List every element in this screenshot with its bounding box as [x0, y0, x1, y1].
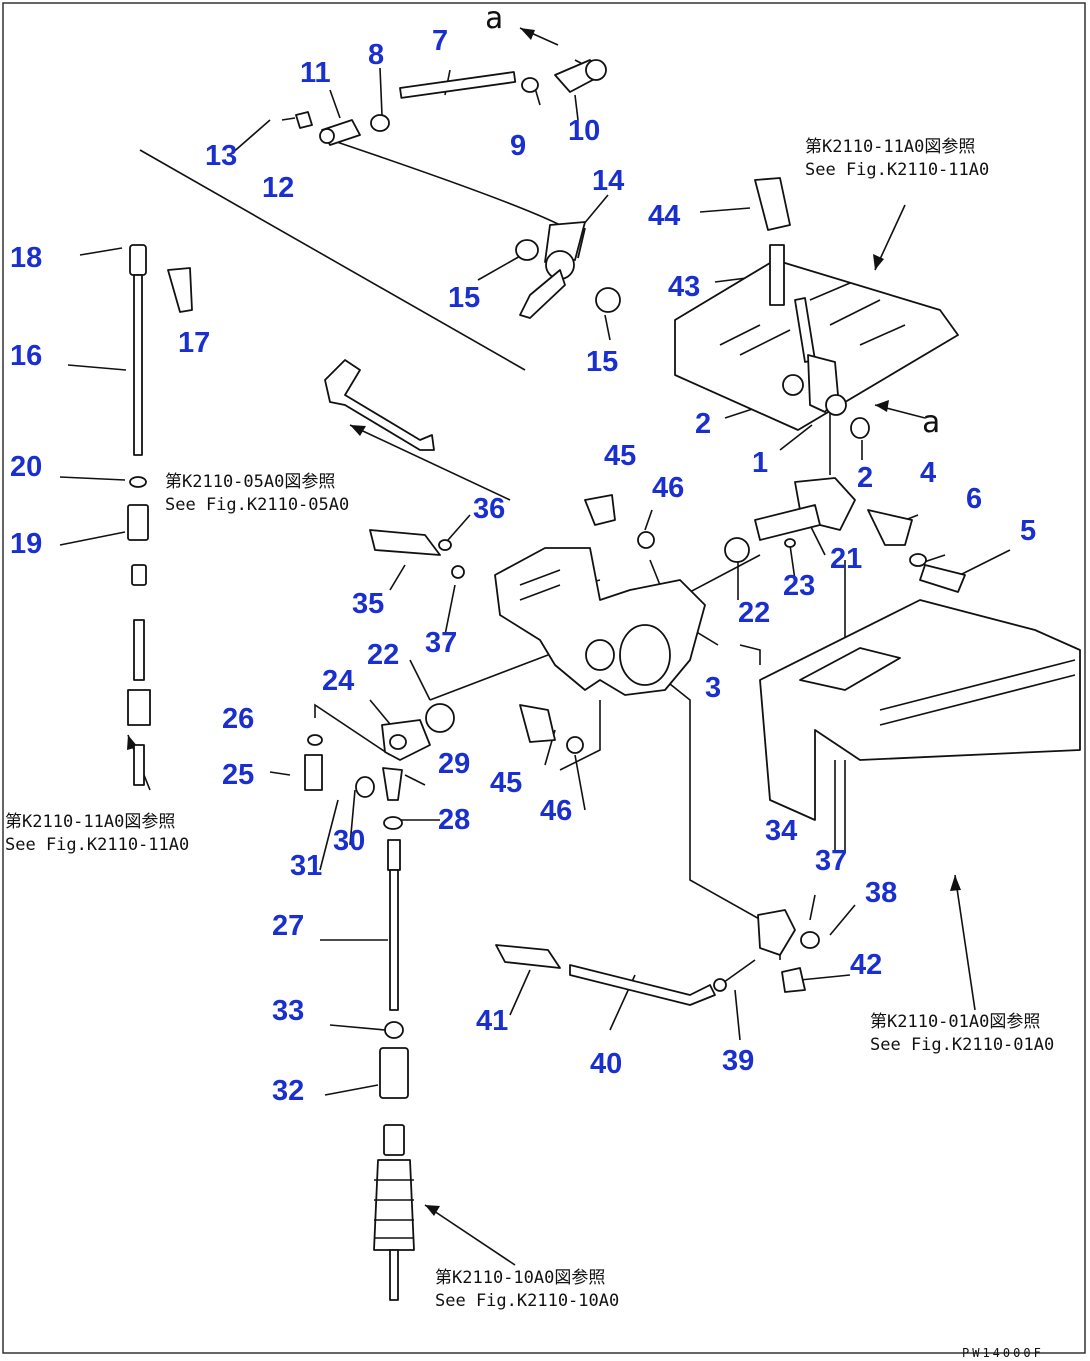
part-number-labels: 1 2 2 3 4 5 6 7 8 9 10 11 12 13 14 15 15…	[10, 25, 1036, 1107]
part-label-20: 20	[10, 451, 42, 483]
part-label-2: 2	[695, 408, 711, 440]
ref-11a0-left-en: See Fig.K2110-11A0	[5, 835, 189, 855]
part-label-33: 33	[272, 995, 304, 1027]
part-label-17: 17	[178, 327, 210, 359]
part-label-30: 30	[333, 825, 365, 857]
part-label-42: 42	[850, 949, 882, 981]
part-label-13: 13	[205, 140, 237, 172]
part-label-18: 18	[10, 242, 42, 274]
part-label-5: 5	[1020, 515, 1036, 547]
part-label-25: 25	[222, 759, 254, 791]
ref-05a0-jp: 第K2110-05A0図参照	[165, 472, 335, 492]
ref-11a0-left-jp: 第K2110-11A0図参照	[5, 812, 175, 832]
part-label-11: 11	[300, 57, 331, 89]
part-label-10: 10	[568, 115, 600, 147]
part-label-14: 14	[592, 165, 624, 197]
part-label-26: 26	[222, 703, 254, 735]
part-label-36: 36	[473, 493, 505, 525]
part-label-39: 39	[722, 1045, 754, 1077]
part-label-37: 37	[425, 627, 457, 659]
marker-a-right: a	[922, 405, 940, 440]
part-label-15: 15	[586, 346, 618, 378]
part-label-28: 28	[438, 804, 470, 836]
part-label-21: 21	[830, 543, 862, 575]
part-label-22: 22	[367, 639, 399, 671]
ref-01a0-en: See Fig.K2110-01A0	[870, 1035, 1054, 1055]
ref-11a0-top-en: See Fig.K2110-11A0	[805, 160, 989, 180]
ref-05a0-en: See Fig.K2110-05A0	[165, 495, 349, 515]
marker-a-top: a	[485, 1, 503, 36]
drawing-code: PW14000F	[962, 1346, 1044, 1360]
leader-lines	[59, 27, 1011, 1266]
parts-sketches	[127, 59, 1081, 1301]
part-label-19: 19	[10, 528, 42, 560]
ref-11a0-top-jp: 第K2110-11A0図参照	[805, 137, 975, 157]
ref-01a0-jp: 第K2110-01A0図参照	[870, 1012, 1040, 1032]
part-label-8: 8	[368, 39, 384, 71]
part-label-15: 15	[448, 282, 480, 314]
ref-10a0-jp: 第K2110-10A0図参照	[435, 1268, 605, 1288]
part-label-1: 1	[752, 447, 768, 479]
part-label-29: 29	[438, 748, 470, 780]
part-label-4: 4	[920, 457, 936, 489]
part-label-22: 22	[738, 597, 770, 629]
part-label-45: 45	[604, 440, 636, 472]
part-label-9: 9	[510, 130, 526, 162]
part-label-45: 45	[490, 767, 522, 799]
reference-notes: 第K2110-11A0図参照 See Fig.K2110-11A0 第K2110…	[5, 137, 1054, 1311]
part-label-46: 46	[652, 472, 684, 504]
part-label-43: 43	[668, 271, 700, 303]
part-label-37: 37	[815, 845, 847, 877]
part-label-3: 3	[705, 672, 721, 704]
part-label-12: 12	[262, 172, 294, 204]
part-label-23: 23	[783, 570, 815, 602]
part-label-38: 38	[865, 877, 897, 909]
part-label-41: 41	[476, 1005, 508, 1037]
part-label-7: 7	[432, 25, 448, 57]
part-label-27: 27	[272, 910, 304, 942]
part-label-2: 2	[857, 462, 873, 494]
part-label-24: 24	[322, 665, 354, 697]
part-label-6: 6	[966, 483, 982, 515]
part-label-46: 46	[540, 795, 572, 827]
part-label-31: 31	[290, 850, 322, 882]
ref-10a0-en: See Fig.K2110-10A0	[435, 1291, 619, 1311]
part-label-40: 40	[590, 1048, 622, 1080]
part-label-16: 16	[10, 340, 42, 372]
part-label-32: 32	[272, 1075, 304, 1107]
part-label-34: 34	[765, 815, 797, 847]
part-label-44: 44	[648, 200, 680, 232]
part-label-35: 35	[352, 588, 384, 620]
